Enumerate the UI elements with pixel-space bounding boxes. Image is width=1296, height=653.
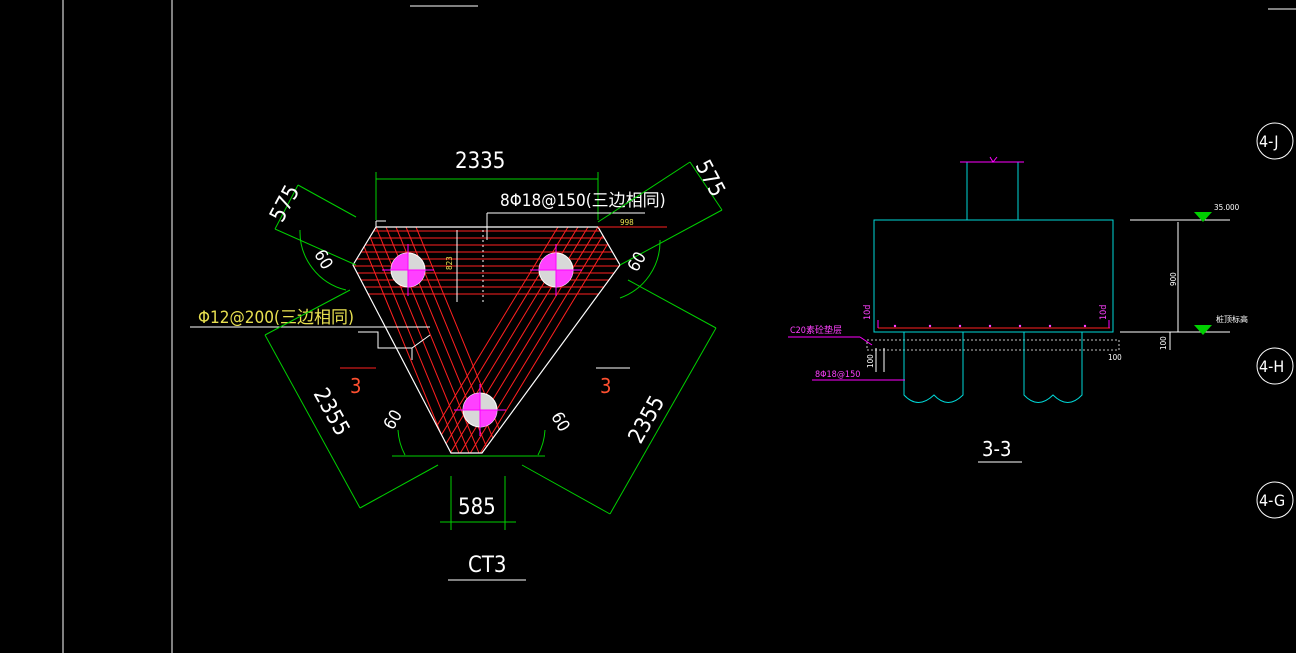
section-view-3-3: 10d 10d 35.000 桩顶标高 900 100 [788,156,1248,463]
section-mark-left: 3 [340,367,376,398]
plan-title-label: CT3 [468,553,507,578]
plan-view-ct3: 823 2335 8Φ18@150(三边相同) 998 575 [190,149,730,581]
pile-left [382,244,434,296]
top-width-dimension: 2335 [375,149,599,220]
elevation-top: 35.000 [1130,203,1240,222]
angle-top-right: 60 [624,249,651,276]
bottom-width-dimension: 585 [440,476,516,530]
drawing-frame [62,0,1296,653]
column-stub [966,161,1019,221]
rebar-dots [893,324,1087,328]
left-rebar-label: Φ12@200(三边相同) [198,308,354,328]
pile-bottom [454,384,506,436]
axis-tag-j-label: 4-J [1259,132,1278,151]
angle-bottom-right: 60 [546,409,573,436]
left-rebar-leader: Φ12@200(三边相同) [190,308,431,360]
section-rebar-leader: 8Φ18@150 100 [812,348,905,381]
top-rebar-label: 8Φ18@150(三边相同) [500,191,666,211]
height-dim-label: 900 [1169,272,1178,286]
vertical-small-dim: 823 [445,256,454,270]
right-side-dimension: 2355 [521,279,717,515]
cushion-leader: C20素砼垫层 [788,324,873,346]
cushion-layer [866,339,1120,351]
angle-bottom-left: 60 [380,407,407,434]
bottom-width-label: 585 [458,495,496,520]
pile-right [530,244,582,296]
height-dimension: 900 100 [1159,222,1179,350]
left-edge-label: 575 [265,181,305,226]
section-title: 3-3 [978,437,1022,463]
elevation-top-label: 35.000 [1214,203,1240,212]
elevation-bottom: 桩顶标高 [1120,314,1248,335]
right-edge-label: 575 [690,156,730,201]
axis-tag-j: 4-J [1256,122,1294,160]
top-rebar-small: 998 [620,218,634,227]
section-mark-right-label: 3 [600,374,611,398]
section-mark-left-label: 3 [350,374,361,398]
section-pile-right [1023,332,1083,403]
small-100-vertical: 100 [1159,336,1168,350]
section-10d-right: 10d [1099,305,1109,320]
cushion-label: C20素砼垫层 [790,324,842,336]
axis-tag-g-label: 4-G [1259,491,1285,510]
elevation-bottom-label: 桩顶标高 [1216,314,1248,324]
section-rebar-label: 8Φ18@150 [815,370,860,380]
small-100-right: 100 [1108,353,1122,362]
section-title-label: 3-3 [982,437,1011,461]
axis-tag-h-label: 4-H [1259,357,1284,376]
plan-title: CT3 [448,553,526,581]
rebar-hatch [353,227,620,453]
top-width-label: 2335 [455,149,505,174]
small-100-left: 100 [866,354,875,368]
section-pile-left [903,332,964,403]
section-10d-left: 10d [863,305,873,320]
top-rebar-leader: 8Φ18@150(三边相同) 998 [486,191,667,240]
left-side-label: 2355 [308,384,354,440]
section-mark-right: 3 [596,367,630,398]
pile-cap-body [873,219,1114,333]
axis-tag-g: 4-G [1256,481,1294,519]
left-edge-dimension: 575 [265,181,357,266]
axis-tag-h: 4-H [1256,347,1294,385]
